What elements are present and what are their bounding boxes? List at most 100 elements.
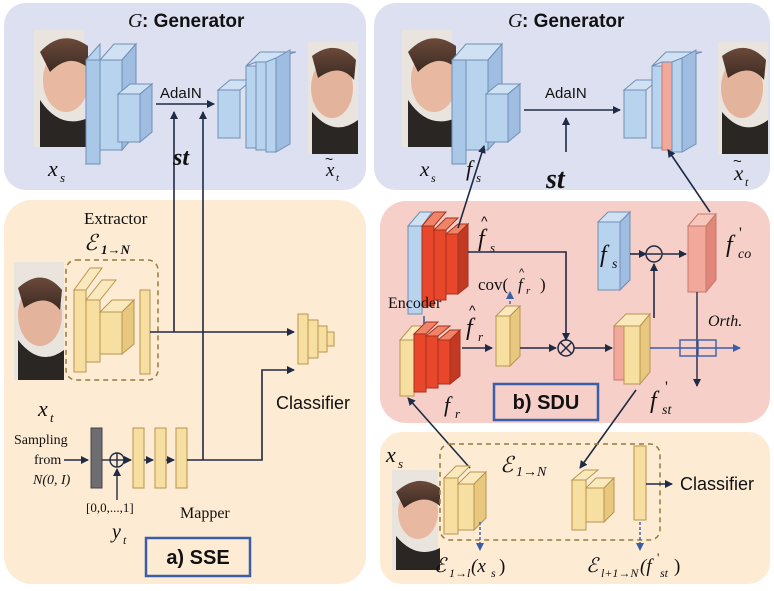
- svg-text:t: t: [336, 172, 340, 184]
- svg-text:s: s: [431, 171, 436, 185]
- sdu-label-box: b) SDU: [492, 382, 600, 422]
- svg-text:1→N: 1→N: [101, 242, 131, 257]
- xs-label-right: x s: [419, 157, 436, 185]
- svg-text:x: x: [385, 442, 396, 467]
- sse-label-box: a) SSE: [144, 536, 252, 578]
- generator-left-title: : Generator: [142, 11, 245, 32]
- xt-label-sse: x t: [37, 396, 54, 425]
- cov-label: cov( f ^ r ): [478, 267, 546, 297]
- svg-text:s: s: [491, 566, 496, 580]
- arrow-fco-to-generator: [667, 149, 711, 213]
- svg-text:f: f: [518, 275, 525, 294]
- svg-text:ℰ: ℰ: [434, 555, 448, 577]
- extractor-blocks: [73, 267, 151, 375]
- svg-text:1→N: 1→N: [516, 465, 547, 480]
- svg-text:s: s: [476, 170, 481, 185]
- fs-label-right-generator: f s: [466, 156, 481, 185]
- svg-text:f: f: [726, 232, 736, 258]
- svg-text:ℰ: ℰ: [500, 452, 516, 477]
- svg-text:~: ~: [733, 153, 742, 170]
- fs-hat-label: f ^ s: [478, 213, 495, 255]
- st-label-right: st: [545, 164, 566, 195]
- svg-text:t: t: [745, 175, 749, 189]
- svg-text:r: r: [455, 406, 461, 421]
- svg-text:f: f: [600, 242, 610, 268]
- sdu-panel: [380, 201, 770, 423]
- xs-label-left: x s: [47, 156, 65, 185]
- svg-text:st: st: [662, 403, 672, 418]
- e1l-label: ℰ 1→l (x s ): [434, 555, 505, 580]
- orth-label: Orth.: [708, 313, 742, 330]
- svg-text:b) SDU: b) SDU: [513, 392, 580, 414]
- fst-block: [612, 312, 652, 386]
- adain-label-left: AdaIN: [160, 85, 202, 102]
- fst-prime-label: f ' st: [650, 379, 672, 418]
- svg-text:): ): [540, 275, 546, 294]
- yt-label: y t: [110, 521, 127, 547]
- sampling-label: Sampling: [14, 433, 68, 448]
- svg-text:x: x: [47, 156, 58, 181]
- svg-text:^: ^: [519, 267, 525, 279]
- fco-label: f ' co: [726, 225, 751, 262]
- fr-hat-label: f ^ r: [466, 302, 484, 344]
- face-photo-xs-bottom: [392, 470, 440, 570]
- svg-text:^: ^: [469, 302, 476, 318]
- svg-text:): ): [674, 556, 680, 577]
- svg-text:r: r: [526, 285, 531, 297]
- svg-text:a) SSE: a) SSE: [166, 547, 229, 569]
- xt-tilde-label-right: x ~ t: [733, 153, 749, 189]
- face-photo-xs-right: [402, 30, 457, 147]
- svg-text:^: ^: [481, 213, 488, 229]
- xs-label-bottom: x s: [385, 442, 403, 471]
- svg-text:ℰ: ℰ: [586, 555, 600, 577]
- generator-left-decoder-blocks: [216, 49, 297, 153]
- encoder-label: Encoder: [388, 295, 442, 312]
- svg-text:t: t: [50, 410, 54, 425]
- svg-text:y: y: [110, 521, 121, 543]
- adain-label-right: AdaIN: [545, 85, 587, 102]
- arrow-bottom-xs-to-encoder: [407, 397, 471, 469]
- svg-text:f: f: [466, 315, 476, 341]
- arrow-fst-to-bottom-classifier: [579, 389, 637, 469]
- svg-text:x: x: [419, 157, 430, 181]
- svg-text:s: s: [398, 456, 403, 471]
- sdu-encoder-bottom-blocks: [398, 321, 462, 397]
- sse-panel: [4, 200, 366, 584]
- onehot-label: [0,0,...,1]: [86, 500, 134, 515]
- st-label-left: st: [172, 145, 190, 171]
- svg-text:t: t: [123, 533, 127, 547]
- svg-text:s: s: [612, 257, 618, 272]
- svg-text:(x: (x: [471, 556, 486, 577]
- classifier-label-bottom: Classifier: [680, 474, 754, 494]
- generator-right-decoder-blocks: [622, 49, 703, 153]
- xt-tilde-label-left: x ~ t: [325, 151, 340, 184]
- svg-text:st: st: [660, 566, 669, 580]
- svg-text:f: f: [650, 388, 660, 414]
- svg-text:): ): [499, 556, 505, 577]
- svg-text:x: x: [325, 160, 335, 181]
- noise-vector-block: [90, 427, 103, 489]
- svg-text:co: co: [738, 247, 751, 262]
- arrow-mapper-to-classifier: [187, 366, 295, 461]
- generator-left-encoder-blocks: [85, 42, 154, 166]
- arrow-fs-hat-to-mult: [468, 251, 570, 341]
- classifier-label-sse: Classifier: [276, 393, 350, 413]
- generator-left-title-g: G: [128, 10, 143, 32]
- svg-text:l+1→N: l+1→N: [601, 566, 639, 580]
- sdu-encoder-top-blocks: [406, 211, 470, 315]
- arrow-fs-to-generator: [457, 145, 486, 229]
- generator-right-encoder-blocks: [450, 42, 522, 165]
- svg-text:s: s: [490, 240, 495, 255]
- svg-text:1→l: 1→l: [449, 566, 471, 580]
- bottom-encoder-dashed-box: [439, 443, 661, 541]
- add-operator: [109, 452, 125, 468]
- svg-text:f: f: [478, 226, 488, 252]
- svg-text:f: f: [444, 392, 453, 417]
- normal-dist-label: N(0, I): [32, 473, 71, 488]
- face-photo-xt-tilde-right: [718, 42, 768, 154]
- el1n-label: ℰ l+1→N (f ' st ): [586, 550, 680, 580]
- orth-box: [679, 339, 717, 357]
- fr-hat-block: [494, 304, 522, 368]
